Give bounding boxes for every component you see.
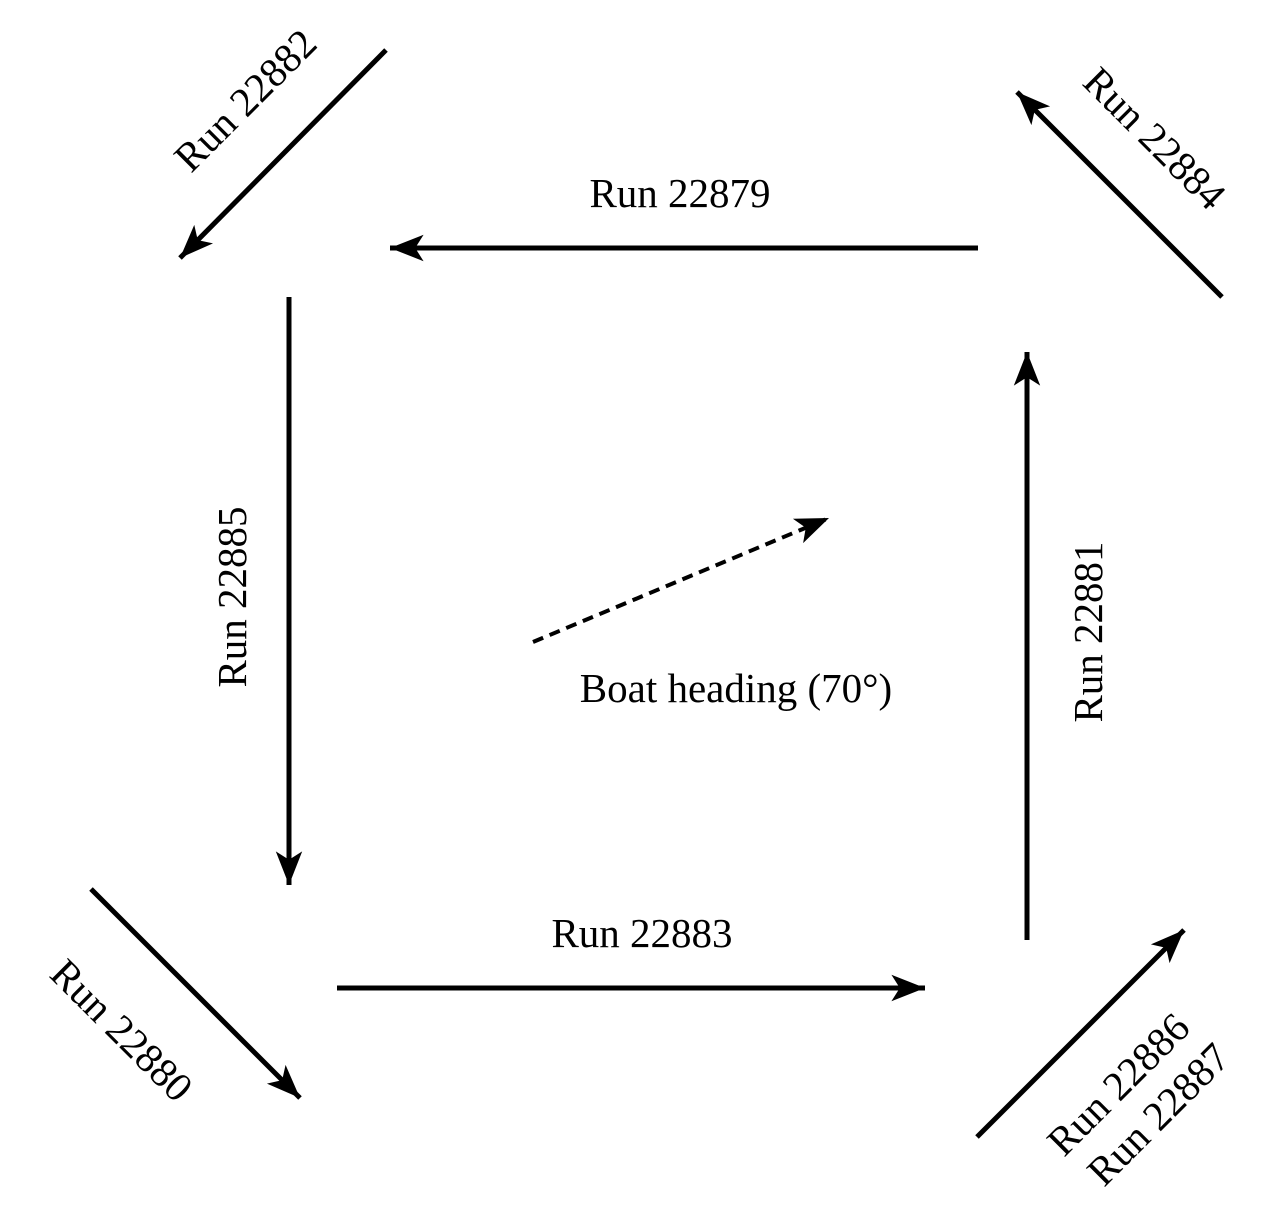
label-run-22883: Run 22883	[551, 910, 732, 956]
arrow-run-22886-22887	[975, 928, 1186, 1139]
arrow-run-22880	[89, 887, 302, 1100]
label-run-22884: Run 22884	[1075, 58, 1236, 219]
label-boat-heading: Boat heading (70°)	[580, 665, 892, 711]
arrow-run-22884	[1015, 90, 1224, 299]
label-run-22879: Run 22879	[589, 170, 770, 216]
label-run-22882: Run 22882	[165, 20, 326, 181]
label-run-22885: Run 22885	[209, 506, 255, 687]
label-run-22881: Run 22881	[1065, 541, 1111, 722]
arrow-run-22882	[178, 48, 388, 260]
boat-heading-arrow	[532, 516, 830, 644]
